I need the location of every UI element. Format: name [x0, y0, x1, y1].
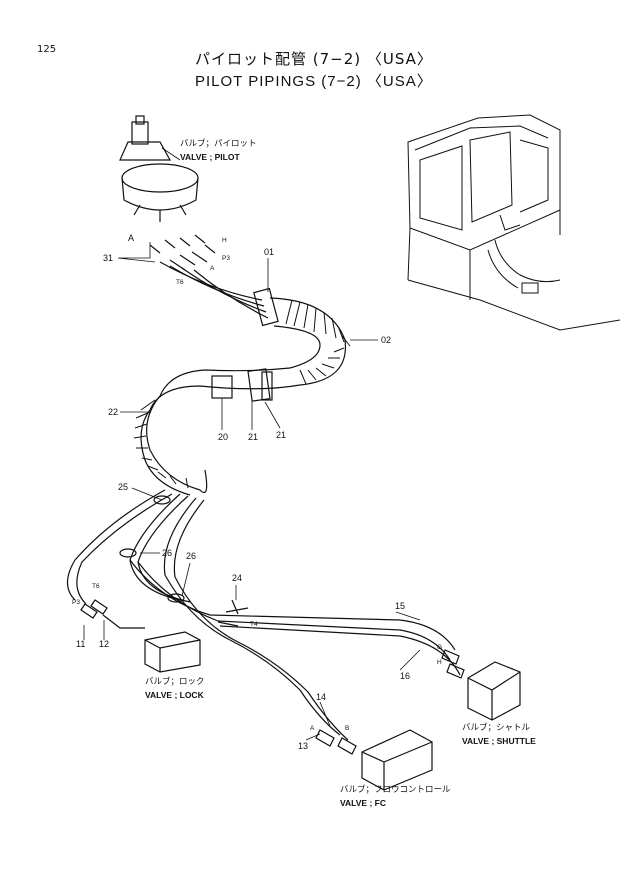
callout-26a: 26	[162, 548, 173, 558]
port-h-shuttle: H	[437, 659, 442, 666]
fc-valve-label-en: VALVE ; FC	[340, 798, 386, 808]
spiral-guard	[133, 395, 208, 496]
port-a-mid: A	[210, 265, 215, 272]
lock-valve-label-en: VALVE ; LOCK	[145, 690, 204, 700]
pilot-fittings	[149, 234, 216, 271]
page-number: 125	[37, 44, 57, 55]
pilot-valve-drawing	[119, 115, 199, 222]
port-g: G	[437, 644, 443, 651]
port-a-top: A	[128, 233, 135, 243]
port-p3: P3	[222, 255, 230, 262]
pilot-valve-label-jp: バルブ；パイロット	[180, 139, 257, 149]
callout-13: 13	[298, 741, 309, 751]
callout-22: 22	[108, 407, 119, 417]
lock-valve-drawing	[144, 631, 201, 673]
port-h: H	[222, 237, 227, 244]
callout-11: 11	[76, 639, 86, 649]
callout-14: 14	[316, 692, 327, 702]
shuttle-valve-label-jp: バルブ；シャトル	[462, 723, 531, 733]
port-b-fc: B	[345, 725, 350, 732]
pilot-valve-label-en: VALVE ; PILOT	[180, 152, 240, 162]
callout-15: 15	[395, 601, 406, 611]
shuttle-valve-drawing	[467, 661, 521, 721]
shuttle-valve-label-en: VALVE ; SHUTTLE	[462, 736, 536, 746]
callout-01: 01	[264, 247, 275, 257]
callout-26b: 26	[186, 551, 197, 561]
callout-24: 24	[232, 573, 243, 583]
cab-inset-drawing	[407, 114, 620, 331]
callout-21b: 21	[276, 430, 287, 440]
callout-02: 02	[381, 335, 392, 345]
fc-valve-label-jp: バルブ；フロウコントロール	[340, 785, 451, 795]
callout-21a: 21	[248, 432, 259, 442]
callout-25: 25	[118, 482, 129, 492]
title-english: PILOT PIPINGS (7−2) 〈USA〉	[195, 73, 433, 90]
callout-12: 12	[99, 639, 110, 649]
port-t6-lock: T6	[92, 583, 100, 590]
callout-31: 31	[103, 253, 114, 263]
fc-valve-drawing	[361, 729, 433, 791]
lock-valve-label-jp: バルブ；ロック	[145, 677, 205, 687]
title-japanese: パイロット配管 (7−2) 〈USA〉	[195, 50, 433, 68]
callout-16: 16	[400, 671, 411, 681]
callout-20: 20	[218, 432, 229, 442]
port-t6-top: T6	[176, 279, 184, 286]
port-a-fc: A	[310, 725, 315, 732]
port-t4: T4	[250, 621, 258, 628]
port-p3-lock: P3	[72, 599, 80, 606]
